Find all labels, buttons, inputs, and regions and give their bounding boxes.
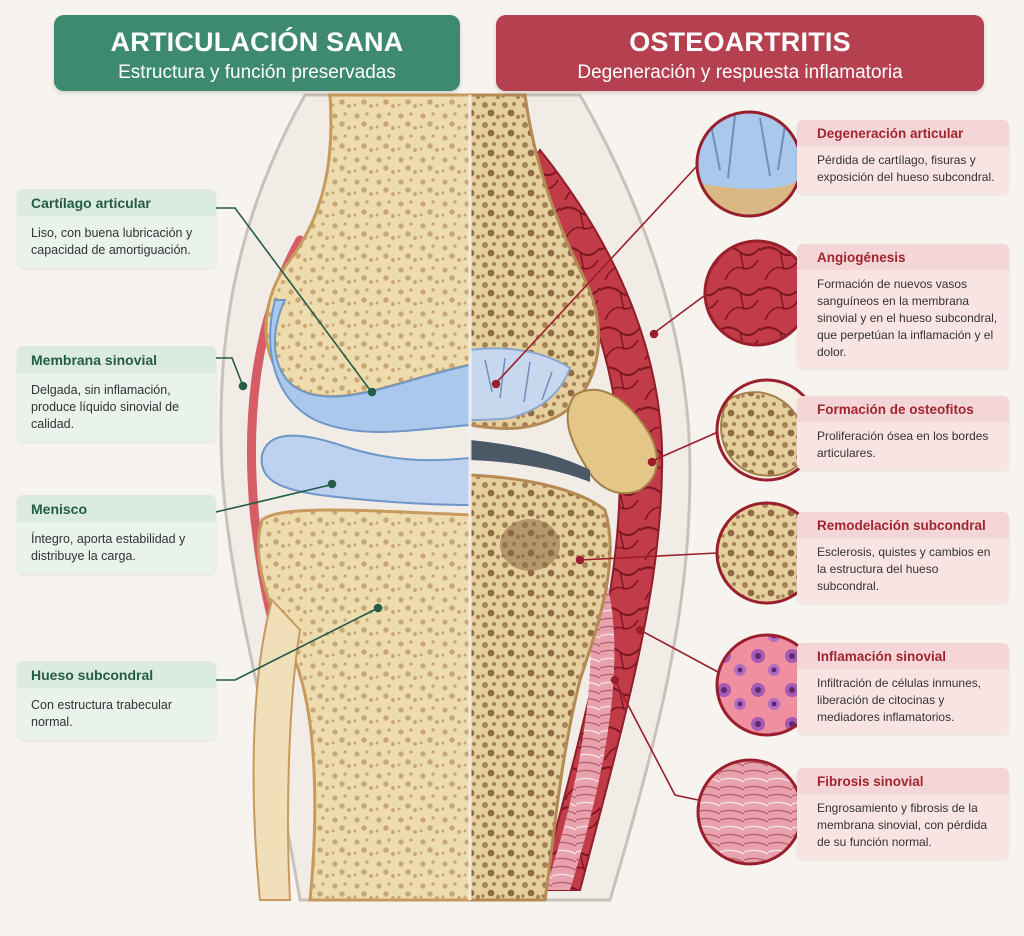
label-title: Menisco	[17, 495, 216, 522]
label-description: Liso, con buena lubricación y capacidad …	[31, 226, 193, 257]
zoom-degeneration-circle	[695, 110, 803, 218]
label-title: Formación de osteofitos	[797, 396, 1009, 422]
label-synovial-membrane: Membrana sinovial Delgada, sin inflamaci…	[17, 346, 216, 442]
label-description: Íntegro, aporta estabilidad y distribuye…	[31, 532, 186, 563]
label-meniscus: Menisco Íntegro, aporta estabilidad y di…	[17, 495, 216, 574]
label-description: Infiltración de células inmunes, liberac…	[817, 676, 982, 724]
healthy-joint-header: ARTICULACIÓN SANA Estructura y función p…	[54, 15, 460, 91]
label-title: Cartílago articular	[17, 189, 216, 216]
label-angiogenesis: Angiogénesis Formación de nuevos vasos s…	[797, 244, 1009, 369]
oa-knee-half	[470, 93, 692, 902]
label-description: Delgada, sin inflamación, produce líquid…	[31, 383, 180, 431]
cartilage-fissures	[484, 357, 553, 403]
label-title: Fibrosis sinovial	[797, 768, 1009, 794]
label-title: Degeneración articular	[797, 120, 1009, 146]
oa-leader-lines	[491, 165, 719, 801]
osteoarthritis-header: OSTEOARTRITIS Degeneración y respuesta i…	[496, 15, 984, 91]
label-title: Angiogénesis	[797, 244, 1009, 270]
label-description: Pérdida de cartílago, fisuras y exposici…	[817, 153, 995, 184]
label-subchondral-bone: Hueso subcondral Con estructura trabecul…	[17, 661, 216, 740]
osteophyte	[566, 388, 658, 495]
label-description: Con estructura trabecular normal.	[31, 698, 173, 729]
label-title: Membrana sinovial	[17, 346, 216, 373]
label-synovial-fibrosis: Fibrosis sinovial Engrosamiento y fibros…	[797, 768, 1009, 859]
label-description: Esclerosis, quistes y cambios en la estr…	[817, 545, 991, 593]
osteoarthritis-subtitle: Degeneración y respuesta inflamatoria	[577, 62, 903, 83]
label-title: Remodelación subcondral	[797, 512, 1009, 538]
healthy-joint-subtitle: Estructura y función preservadas	[118, 62, 396, 83]
zoom-fibrosis-circle	[696, 758, 804, 866]
healthy-leader-lines	[215, 207, 383, 681]
label-title: Hueso subcondral	[17, 661, 216, 688]
label-subchondral-remodeling: Remodelación subcondral Esclerosis, quis…	[797, 512, 1009, 603]
label-description: Proliferación ósea en los bordes articul…	[817, 429, 989, 460]
label-description: Formación de nuevos vasos sanguíneos en …	[817, 277, 998, 359]
osteoarthritis-title: OSTEOARTRITIS	[629, 27, 851, 57]
oa-joint-space	[470, 440, 590, 482]
label-joint-degeneration: Degeneración articular Pérdida de cartíl…	[797, 120, 1009, 194]
subchondral-cyst	[500, 519, 560, 571]
label-description: Engrosamiento y fibrosis de la membrana …	[817, 801, 988, 849]
oa-tibia	[470, 473, 612, 902]
oa-degraded-cartilage	[470, 347, 572, 421]
label-osteophytes: Formación de osteofitos Proliferación ós…	[797, 396, 1009, 470]
healthy-knee-half	[219, 93, 470, 902]
healthy-articular-cartilage	[269, 299, 470, 433]
label-title: Inflamación sinovial	[797, 643, 1009, 669]
label-cartilage: Cartílago articular Liso, con buena lubr…	[17, 189, 216, 268]
healthy-joint-title: ARTICULACIÓN SANA	[110, 27, 404, 57]
fibula	[252, 598, 302, 901]
label-synovial-inflammation: Inflamación sinovial Infiltración de cél…	[797, 643, 1009, 734]
oa-femur	[470, 93, 601, 431]
oa-fibrotic-synovium	[545, 560, 615, 890]
tibia	[256, 508, 470, 902]
